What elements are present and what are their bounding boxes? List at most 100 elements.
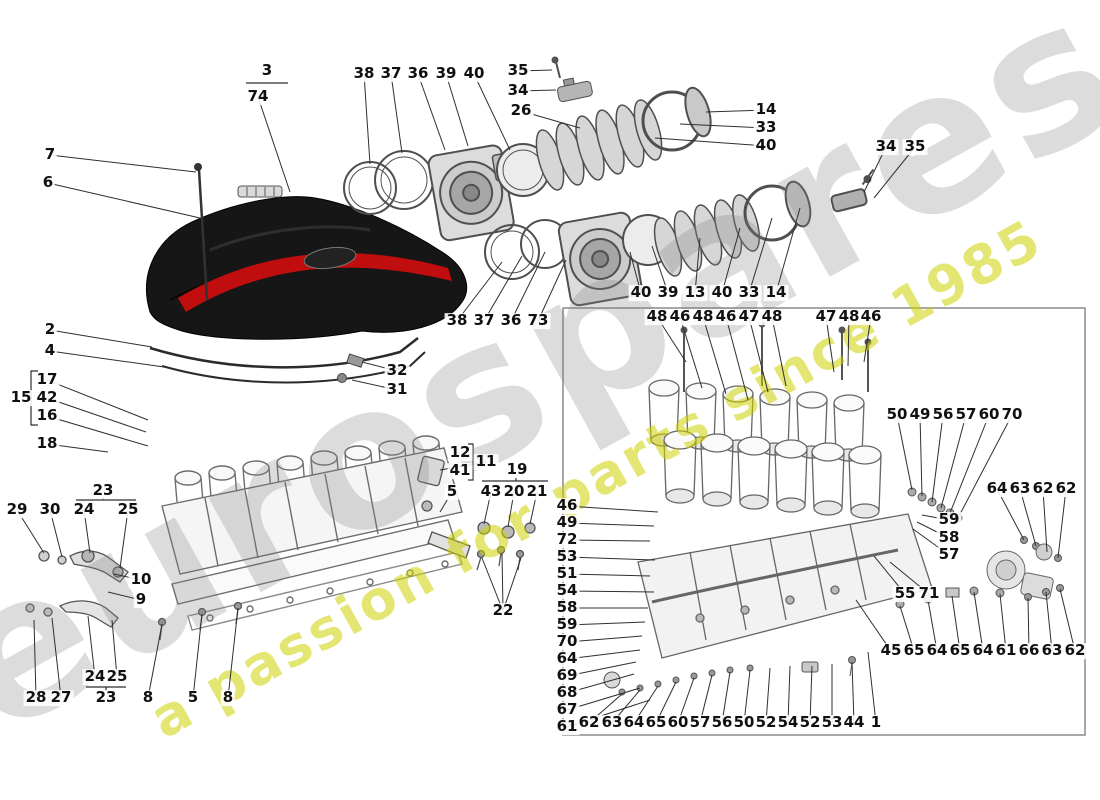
callout-33: 33 [736,283,762,302]
callout-55: 55 [892,584,918,603]
callout-4: 4 [42,341,58,360]
intake-manifold-left [161,435,463,631]
leader-line-51 [566,573,651,577]
callout-64: 64 [970,641,996,660]
leader-line-13 [694,237,701,294]
leader-line-37 [483,255,523,322]
leader-line-52 [765,667,771,724]
callout-68: 68 [554,683,580,702]
linkage-parts [25,549,243,641]
leader-line-50 [896,414,913,491]
leader-line-44 [851,661,855,724]
callout-11: 11 [473,452,499,471]
callout-22: 22 [490,601,516,620]
leader-line-27 [51,617,62,699]
leader-line-73 [537,259,567,322]
leader-line-24 [87,615,96,678]
leader-line-62 [1059,588,1076,652]
callout-25: 25 [104,667,130,686]
callout-46: 46 [667,307,693,326]
leader-line-5 [192,613,203,699]
callout-17: 17 [34,370,60,389]
callout-25: 25 [115,500,141,519]
callout-64: 64 [621,713,647,732]
callout-66: 66 [1016,641,1042,660]
callout-46: 46 [554,496,580,515]
throttle-body-lower [557,211,643,307]
callout-49: 49 [554,513,580,532]
leader-line-61 [999,593,1007,652]
leader-line-39 [445,73,469,147]
leader-line-74 [257,96,291,193]
callout-26: 26 [508,101,534,120]
callout-14: 14 [763,283,789,302]
callout-40: 40 [753,136,779,155]
callout-35: 35 [505,61,531,80]
leader-line-28 [33,619,37,699]
callout-27: 27 [48,688,74,707]
leader-line-7 [49,154,197,173]
leader-line-62 [1057,488,1067,559]
velocity-stacks [648,379,882,519]
callout-63: 63 [1007,479,1033,498]
callout-47: 47 [736,307,762,326]
callout-1: 1 [868,713,884,732]
callout-59: 59 [554,615,580,634]
air-sensor-upper [551,56,593,103]
plenum-cover [146,196,468,340]
intake-hose-upper [535,99,663,191]
leader-line-25 [111,619,118,678]
leader-line-22 [502,557,522,612]
callout-49: 49 [907,405,933,424]
callout-56: 56 [930,405,956,424]
callout-40: 40 [461,64,487,83]
leader-line-72 [566,539,651,542]
callout-35: 35 [902,137,928,156]
callout-53: 53 [819,713,845,732]
callout-3: 3 [259,61,275,80]
leader-line-50 [743,669,751,724]
callout-39: 39 [655,283,681,302]
callout-64: 64 [984,479,1010,498]
callout-28: 28 [23,688,49,707]
leader-line-47 [748,316,769,393]
leader-line-17 [46,379,149,421]
callout-57: 57 [687,713,713,732]
leader-line-46 [566,505,659,513]
callout-16: 16 [34,406,60,425]
callout-58: 58 [936,528,962,547]
callout-63: 63 [1039,641,1065,660]
callout-44: 44 [841,713,867,732]
injectors [695,585,840,623]
callout-60: 60 [665,713,691,732]
leader-line-40 [473,73,511,151]
leader-line-57 [699,674,713,724]
callout-38: 38 [444,311,470,330]
callout-5: 5 [185,688,201,707]
leader-line-40 [654,137,767,147]
leader-line-63 [1019,488,1037,547]
leader-line-56 [931,414,944,503]
callout-74: 74 [245,87,271,106]
callout-37: 37 [378,64,404,83]
callout-62: 62 [1062,641,1088,660]
callout-52: 52 [753,713,779,732]
callout-64: 64 [924,641,950,660]
callout-46: 46 [713,307,739,326]
leader-line-66 [1027,597,1030,652]
callout-8: 8 [140,688,156,707]
leader-line-46 [679,316,703,389]
callout-69: 69 [554,666,580,685]
callout-34: 34 [505,81,531,100]
leader-line-14 [775,207,801,294]
callout-40: 40 [709,283,735,302]
hose-fittings [337,353,365,383]
callout-8: 8 [220,688,236,707]
intake-hose-lower [653,194,761,277]
callout-57: 57 [953,405,979,424]
leader-line-36 [417,73,446,151]
callout-19: 19 [504,460,530,479]
callout-36: 36 [405,64,431,83]
leader-line-8 [227,607,239,699]
